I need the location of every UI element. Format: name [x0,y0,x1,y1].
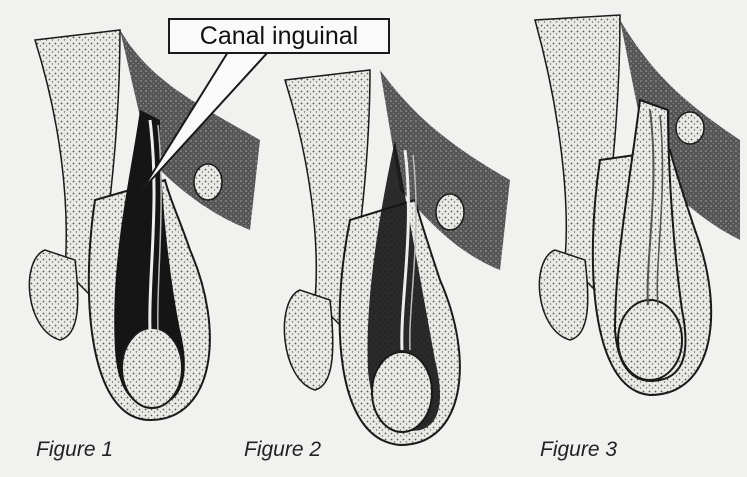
figure-3-caption: Figure 3 [540,438,617,462]
penis [29,250,77,340]
penis [539,250,587,340]
figure-3-illustration [535,15,740,395]
testis [618,300,682,380]
testis [372,352,432,432]
figure-1-caption: Figure 1 [36,438,113,462]
canal-inguinal-label: Canal inguinal [168,18,390,54]
penis [284,290,332,390]
figure-2-illustration [284,70,510,445]
figure-2-caption: Figure 2 [244,438,321,462]
inguinal-ring [436,194,464,230]
inguinal-ring [194,164,222,200]
testis [122,328,182,408]
inguinal-ring [676,112,704,144]
